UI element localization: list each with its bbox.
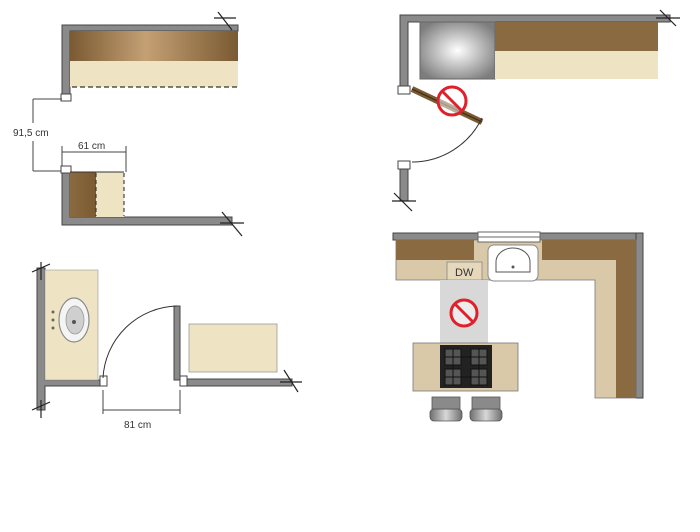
cabinet-box [188, 323, 278, 373]
right-wall [186, 378, 293, 387]
wall-break-mark [217, 11, 233, 31]
no-entry-icon [436, 85, 468, 117]
no-entry-icon [449, 298, 479, 328]
side-wall [635, 232, 644, 399]
aisle-dimension: 91,5 cm [13, 98, 62, 172]
upper-cabinet-left [396, 240, 474, 260]
lower-cabinet: 61 cm [60, 141, 244, 237]
sink-icon [487, 244, 539, 282]
door-width-diagram: 81 cm [31, 262, 302, 431]
upper-counter [70, 61, 238, 87]
wall-break-mark [221, 211, 243, 237]
sink-icon [51, 297, 90, 343]
l-kitchen-island-diagram: DW [392, 231, 644, 422]
door-leaf [173, 305, 181, 381]
door-swing-arc [411, 117, 483, 163]
door-width-label: 81 cm [124, 420, 151, 431]
dishwasher-label: DW [455, 267, 474, 279]
upper-cabinet [495, 22, 658, 51]
door-swing-arc [102, 305, 178, 379]
depth-dimension-label: 61 cm [78, 141, 105, 152]
bar-stool [469, 396, 503, 422]
bar-stool [429, 396, 463, 422]
door-fridge-conflict-diagram [392, 9, 680, 212]
upper-cabinet-top [70, 31, 238, 61]
corridor-clearance-diagram: 91,5 cm 61 cm [13, 11, 244, 237]
refrigerator [419, 21, 496, 80]
lower-wall-stub [399, 168, 409, 202]
counter [495, 51, 658, 79]
upper-cabinet-l [542, 240, 636, 398]
cooktop-icon [440, 345, 492, 388]
aisle-dimension-label: 91,5 cm [13, 128, 49, 139]
